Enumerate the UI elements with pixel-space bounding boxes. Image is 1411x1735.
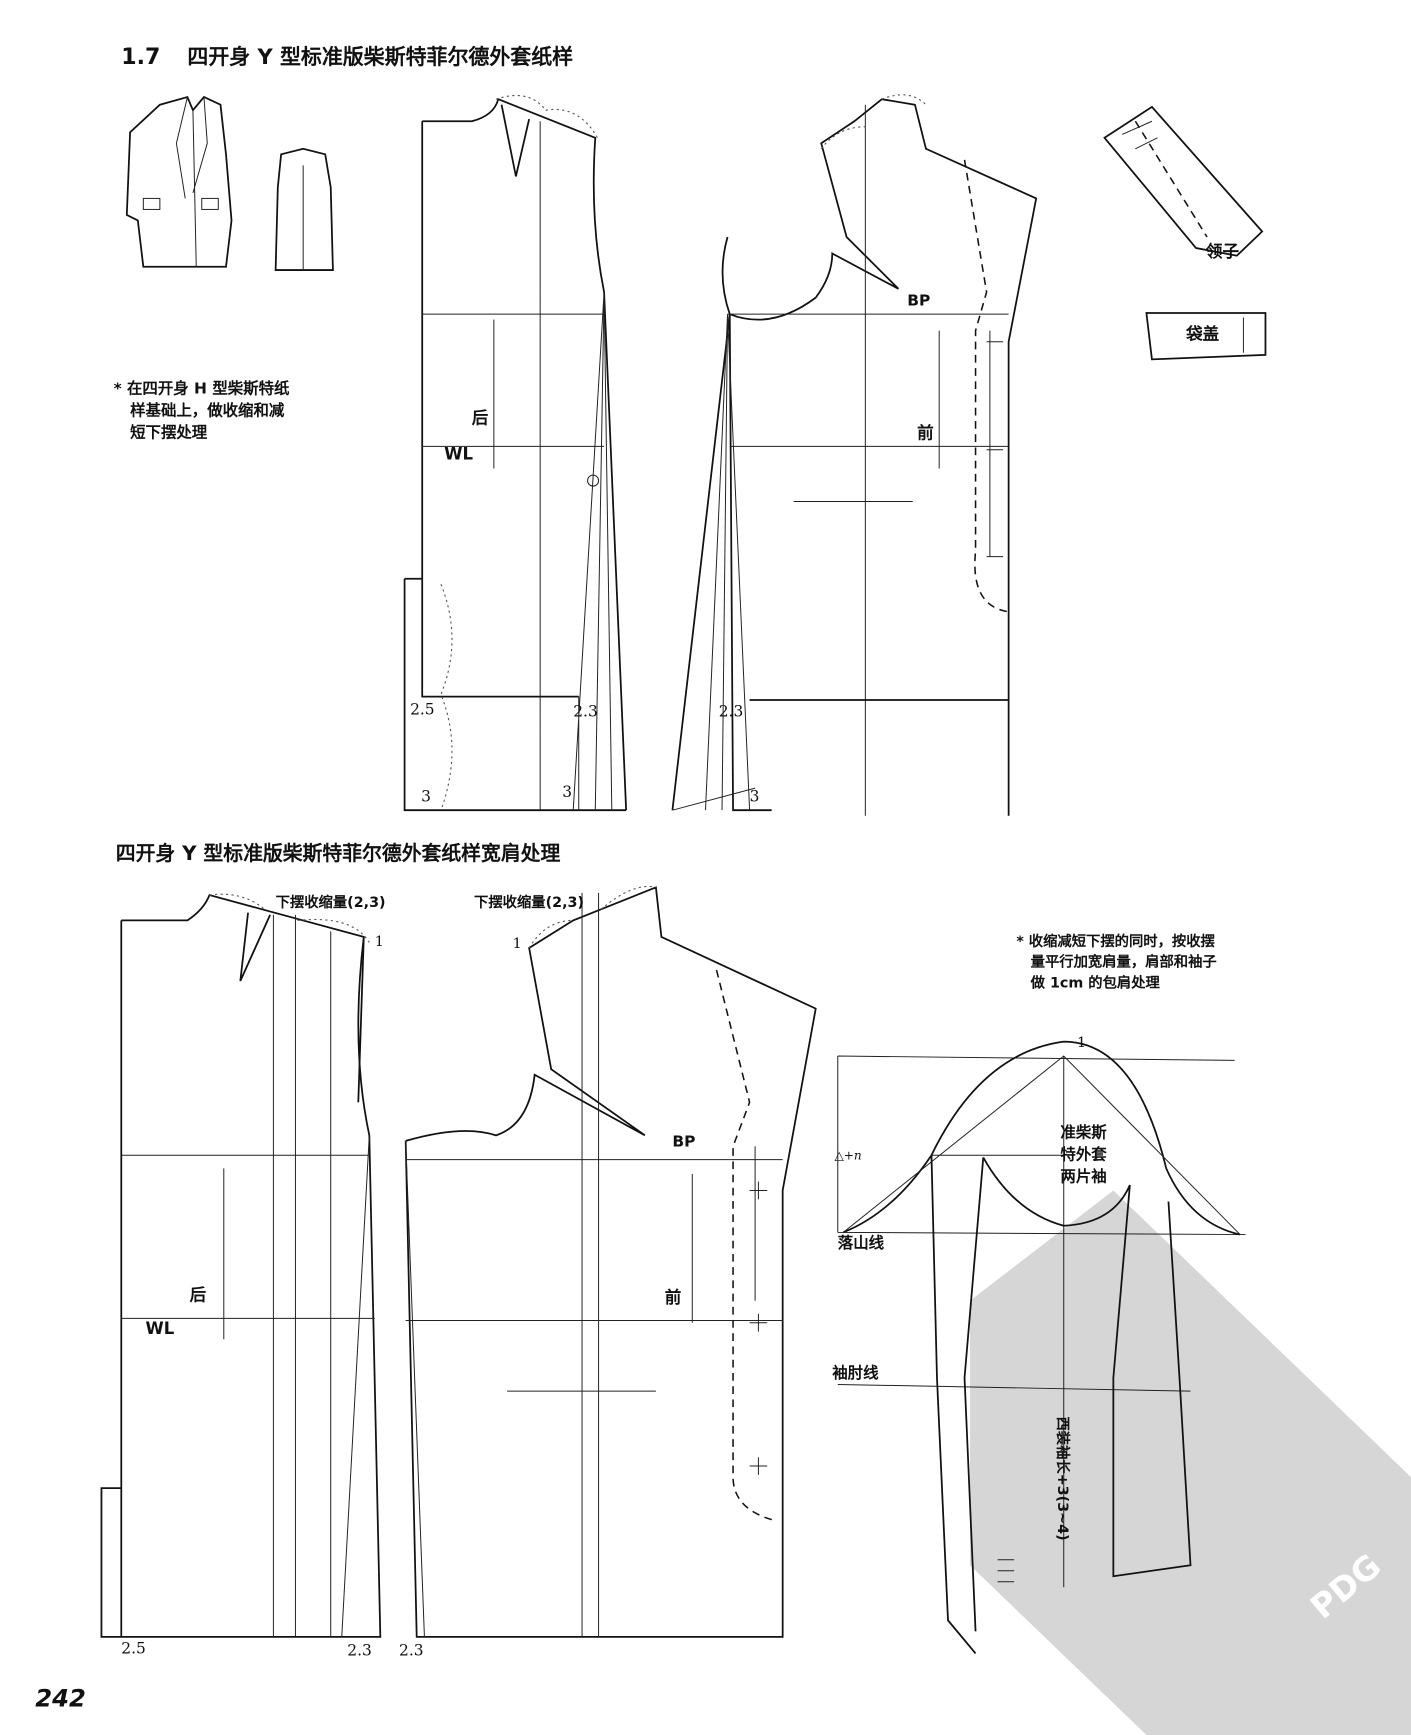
- top-back-pattern: [403, 95, 628, 812]
- hem-reduction-front-label: 下摆收缩量(2,3): [474, 893, 584, 911]
- sleeve-cap-ease: 1: [1077, 1035, 1086, 1051]
- svg-text:* 收缩减短下摆的同时，按收摆: * 收缩减短下摆的同时，按收摆: [1016, 932, 1215, 950]
- bottom-wl-label: WL: [146, 1319, 175, 1338]
- bottom-bp-label: BP: [672, 1132, 695, 1150]
- section-subtitle: 四开身 Y 型标准版柴斯特菲尔德外套纸样宽肩处理: [116, 842, 561, 865]
- dim-label: 3: [421, 787, 431, 805]
- sleeve-title: 准柴斯 特外套 两片袖: [1060, 1123, 1107, 1186]
- svg-text:两片袖: 两片袖: [1060, 1167, 1106, 1186]
- dim-label: 1: [513, 936, 522, 952]
- top-note: * 在四开身 H 型柴斯特纸 样基础上，做收缩和减 短下摆处理: [114, 379, 290, 442]
- bottom-note: * 收缩减短下摆的同时，按收摆 量平行加宽肩量，肩部和袖子 做 1cm 的包肩处…: [1016, 932, 1216, 992]
- top-wl-label: WL: [444, 445, 473, 464]
- dim-label: 3: [562, 783, 572, 801]
- dim-label: 2.5: [121, 1639, 146, 1657]
- section-number: 1.7: [121, 45, 160, 70]
- svg-text:特外套: 特外套: [1060, 1145, 1107, 1164]
- top-back-label: 后: [472, 408, 489, 427]
- coat-back-illustration: [274, 147, 334, 271]
- top-bp-label: BP: [907, 291, 930, 309]
- svg-text:短下摆处理: 短下摆处理: [130, 423, 208, 442]
- elbow-line-label: 袖肘线: [832, 1363, 879, 1382]
- dim-label: 1: [375, 934, 384, 950]
- collar-label: 领子: [1206, 241, 1240, 261]
- svg-text:量平行加宽肩量，肩部和袖子: 量平行加宽肩量，肩部和袖子: [1031, 953, 1217, 971]
- sleeve-length-label: 西装袖长+3(3~4): [1054, 1416, 1072, 1540]
- dim-label: 3: [750, 787, 760, 805]
- page-title: 四开身 Y 型标准版柴斯特菲尔德外套纸样: [187, 45, 573, 69]
- dim-label: 2.3: [719, 702, 744, 720]
- top-front-pattern: [671, 94, 1038, 816]
- bottom-back-pattern: [100, 893, 382, 1638]
- dim-label: 2.3: [573, 702, 598, 720]
- dim-label: 2.5: [410, 700, 435, 718]
- bottom-front-pattern: [404, 885, 817, 1638]
- two-piece-sleeve-pattern: [837, 1040, 1246, 1654]
- svg-text:做 1cm 的包肩处理: 做 1cm 的包肩处理: [1030, 974, 1161, 992]
- hem-reduction-back-label: 下摆收缩量(2,3): [276, 893, 386, 911]
- watermark-stamp: PDG: [970, 1190, 1411, 1735]
- sleeve-cap-height: △+n: [834, 1149, 861, 1163]
- svg-text:样基础上，做收缩和减: 样基础上，做收缩和减: [130, 401, 285, 420]
- svg-text:* 在四开身 H 型柴斯特纸: * 在四开身 H 型柴斯特纸: [114, 379, 290, 398]
- dim-label: 2.3: [399, 1642, 424, 1660]
- cap-line-label: 落山线: [838, 1233, 885, 1252]
- collar-pattern: [1103, 105, 1264, 257]
- pocket-flap-pattern: [1145, 312, 1267, 361]
- dim-label: 2.3: [347, 1642, 372, 1660]
- bottom-front-label: 前: [665, 1287, 682, 1307]
- top-front-label: 前: [917, 423, 934, 443]
- pocket-flap-label: 袋盖: [1185, 324, 1220, 344]
- coat-front-illustration: [125, 95, 233, 268]
- page-number: 242: [35, 1683, 86, 1712]
- bottom-back-label: 后: [190, 1286, 207, 1305]
- svg-text:准柴斯: 准柴斯: [1060, 1123, 1107, 1142]
